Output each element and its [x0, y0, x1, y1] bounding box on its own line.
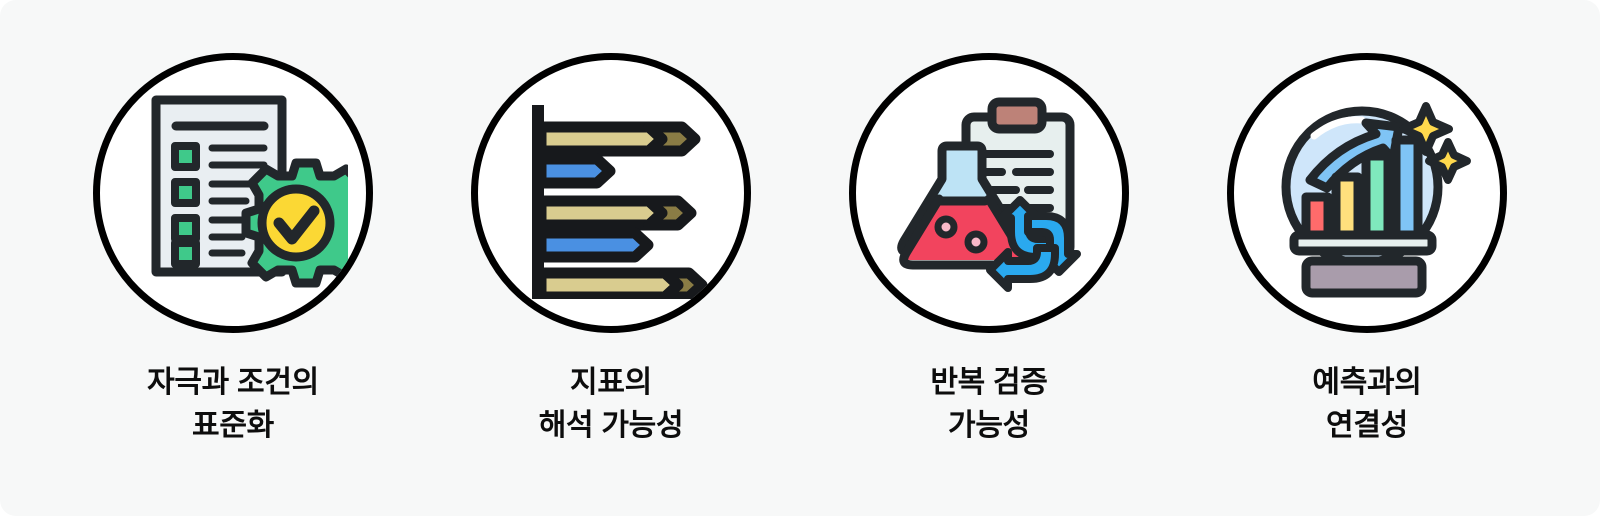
recycle-arrows-icon: [986, 196, 1081, 292]
card-replicability[interactable]: 반복 검증 가능성: [844, 53, 1134, 447]
gear-shape: [241, 158, 348, 288]
flask-clipboard-recycle-icon: [897, 97, 1081, 292]
caption-interpretability: 지표의 해석 가능성: [538, 366, 684, 442]
card-standardization[interactable]: 자극과 조건의 표준화: [88, 53, 378, 447]
mini-bar-chart: [1289, 135, 1437, 256]
circle-frame-replicability: [849, 53, 1129, 333]
bar-chart-icon: [532, 105, 709, 299]
growth-arrow-icon: [1305, 118, 1404, 193]
checklist-gear-icon: [151, 95, 348, 288]
card-interpretability[interactable]: 지표의 해석 가능성: [466, 53, 756, 447]
caption-standardization: 자극과 조건의 표준화: [147, 366, 319, 442]
crystal-ball-base: [1301, 256, 1427, 298]
caption-replicability: 반복 검증 가능성: [930, 366, 1048, 442]
circle-frame-predictiveness: [1227, 53, 1507, 333]
caption-predictiveness: 예측과의 연결성: [1312, 366, 1422, 442]
circle-frame-standardization: [93, 53, 373, 333]
crystal-ball-chart-icon: [1281, 102, 1471, 298]
chart-axes: [532, 105, 544, 299]
circle-frame-interpretability: [471, 53, 751, 333]
sparkle-icon: [1399, 102, 1471, 184]
card-predictiveness[interactable]: 예측과의 연결성: [1222, 53, 1512, 447]
